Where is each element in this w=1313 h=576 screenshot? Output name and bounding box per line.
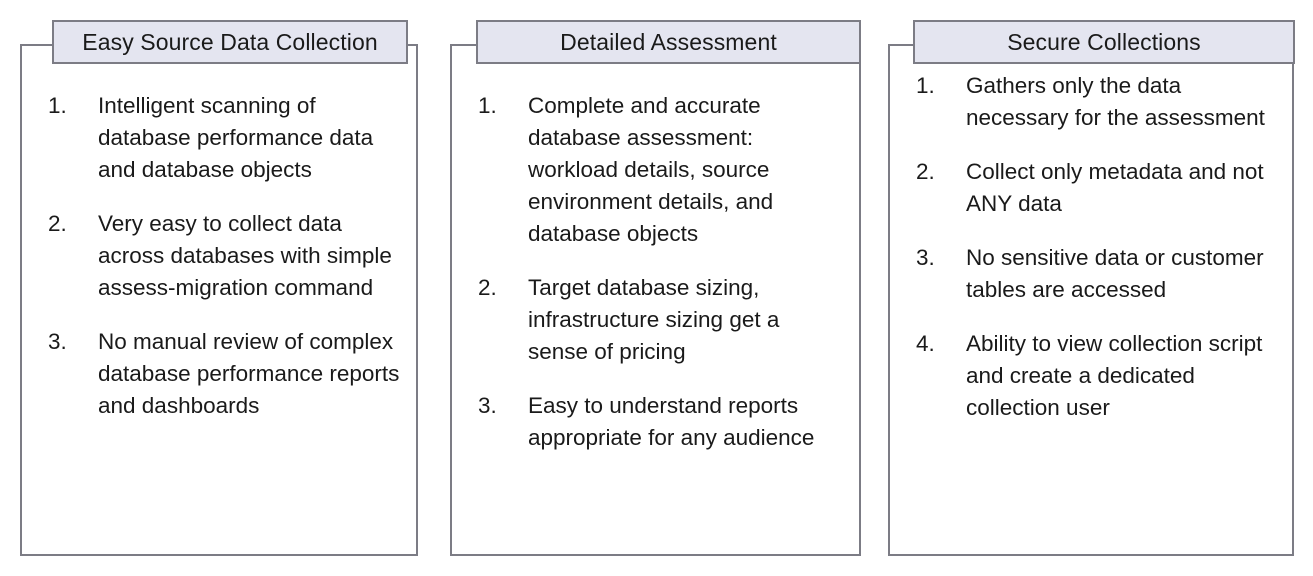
list-item: 2. Target database sizing, infrastructur…	[478, 272, 845, 368]
list-item-text: Gathers only the data necessary for the …	[966, 73, 1265, 130]
list-item-text: No sensitive data or customer tables are…	[966, 245, 1264, 302]
list-item: 1. Intelligent scanning of database perf…	[48, 90, 402, 186]
list-item: 3. Easy to understand reports appropriat…	[478, 390, 845, 454]
panel-header-tab: Easy Source Data Collection	[52, 20, 408, 64]
list-item-number: 1.	[916, 73, 935, 98]
item-list: 1. Gathers only the data necessary for t…	[916, 70, 1278, 424]
list-item: 2. Collect only metadata and not ANY dat…	[916, 156, 1278, 220]
panel-detailed-assessment: Detailed Assessment 1. Complete and accu…	[450, 20, 861, 556]
list-item-text: Target database sizing, infrastructure s…	[528, 275, 780, 364]
list-item: 1. Complete and accurate database assess…	[478, 90, 845, 250]
panel-body: 1. Intelligent scanning of database perf…	[22, 90, 416, 422]
panel-header-label: Easy Source Data Collection	[82, 28, 378, 55]
list-item-number: 2.	[478, 275, 497, 300]
list-item-number: 1.	[48, 93, 67, 118]
list-item-number: 3.	[48, 329, 67, 354]
list-item-text: Very easy to collect data across databas…	[98, 211, 392, 300]
list-item-number: 2.	[916, 159, 935, 184]
list-item: 4. Ability to view collection script and…	[916, 328, 1278, 424]
list-item-number: 2.	[48, 211, 67, 236]
item-list: 1. Complete and accurate database assess…	[478, 90, 845, 454]
panel-body: 1. Complete and accurate database assess…	[452, 90, 859, 454]
panel-header-tab: Detailed Assessment	[476, 20, 861, 64]
panel-secure-collections: Secure Collections 1. Gathers only the d…	[888, 20, 1295, 556]
list-item: 3. No sensitive data or customer tables …	[916, 242, 1278, 306]
list-item-number: 4.	[916, 331, 935, 356]
list-item-number: 1.	[478, 93, 497, 118]
list-item-text: Complete and accurate database assessmen…	[528, 93, 774, 246]
list-item-text: Ability to view collection script and cr…	[966, 331, 1263, 420]
panel-header-label: Secure Collections	[1007, 28, 1201, 55]
list-item: 1. Gathers only the data necessary for t…	[916, 70, 1278, 134]
list-item-text: Collect only metadata and not ANY data	[966, 159, 1264, 216]
list-item-text: Easy to understand reports appropriate f…	[528, 393, 815, 450]
list-item-text: No manual review of complex database per…	[98, 329, 400, 418]
list-item-text: Intelligent scanning of database perform…	[98, 93, 374, 182]
panel-header-label: Detailed Assessment	[560, 28, 777, 55]
list-item-number: 3.	[916, 245, 935, 270]
list-item: 2. Very easy to collect data across data…	[48, 208, 402, 304]
panel-body: 1. Gathers only the data necessary for t…	[890, 70, 1292, 424]
list-item: 3. No manual review of complex database …	[48, 326, 402, 422]
item-list: 1. Intelligent scanning of database perf…	[48, 90, 402, 422]
panel-header-tab: Secure Collections	[913, 20, 1295, 64]
panel-easy-source-data-collection: Easy Source Data Collection 1. Intellige…	[20, 20, 418, 556]
list-item-number: 3.	[478, 393, 497, 418]
